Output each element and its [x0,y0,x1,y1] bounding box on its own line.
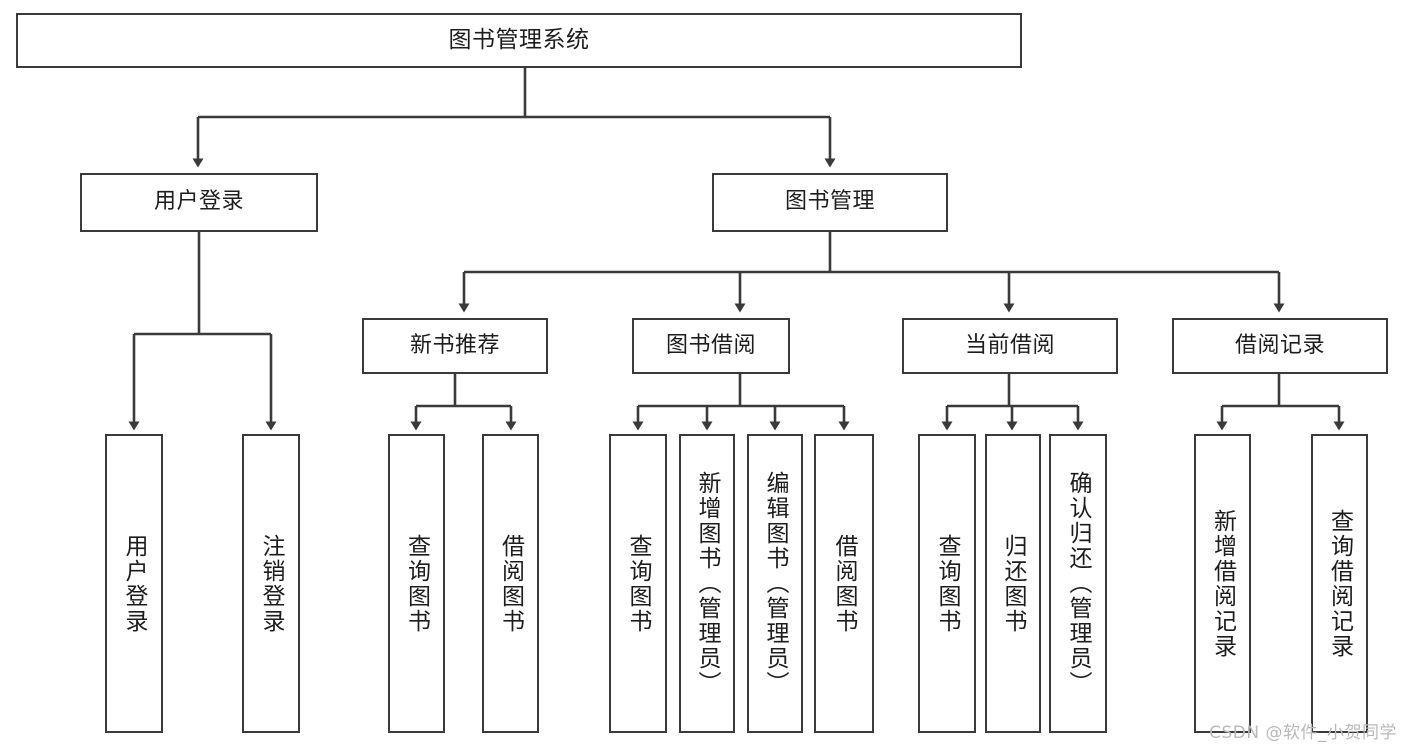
watermark-text: CSDN @软件_小贺同学 [1209,723,1397,743]
node-leaf-return-book-label: 归还图书 [1000,533,1027,634]
node-leaf-query-book-1-label: 查询图书 [403,533,430,634]
node-user-login[interactable]: 用户登录 [80,173,318,232]
node-leaf-add-record[interactable]: 新增借阅记录 [1194,434,1251,733]
node-leaf-user-login[interactable]: 用户登录 [105,434,163,733]
node-book-manage-label: 图书管理 [784,189,875,215]
node-root-label: 图书管理系统 [448,26,590,53]
node-leaf-query-record-label: 查询借阅记录 [1326,508,1353,659]
node-leaf-query-book-2[interactable]: 查询图书 [609,434,667,733]
node-book-borrow[interactable]: 图书借阅 [632,318,790,374]
node-book-manage[interactable]: 图书管理 [712,173,948,232]
node-user-login-label: 用户登录 [153,189,244,215]
node-leaf-confirm-return[interactable]: 确认归还（管理员） [1049,434,1107,733]
node-leaf-add-book-label: 新增图书（管理员） [694,471,721,696]
node-borrow-record[interactable]: 借阅记录 [1172,318,1388,374]
node-leaf-query-record[interactable]: 查询借阅记录 [1311,434,1368,733]
node-new-book-recommend-label: 新书推荐 [409,332,500,358]
node-book-borrow-label: 图书借阅 [665,332,756,358]
node-leaf-confirm-return-label: 确认归还（管理员） [1065,471,1092,696]
node-root[interactable]: 图书管理系统 [16,13,1022,68]
node-leaf-edit-book[interactable]: 编辑图书（管理员） [747,434,803,733]
node-leaf-user-login-label: 用户登录 [121,533,148,634]
node-leaf-query-book-3-label: 查询图书 [934,533,961,634]
node-leaf-query-book-2-label: 查询图书 [625,533,652,634]
node-current-borrow-label: 当前借阅 [964,332,1055,358]
node-leaf-return-book[interactable]: 归还图书 [985,434,1041,733]
node-leaf-borrow-book-2[interactable]: 借阅图书 [814,434,874,733]
node-leaf-borrow-book-1-label: 借阅图书 [497,533,524,634]
node-borrow-record-label: 借阅记录 [1234,332,1325,358]
node-new-book-recommend[interactable]: 新书推荐 [362,318,548,374]
node-leaf-borrow-book-1[interactable]: 借阅图书 [482,434,539,733]
node-leaf-query-book-3[interactable]: 查询图书 [918,434,976,733]
node-current-borrow[interactable]: 当前借阅 [902,318,1118,374]
node-leaf-logout[interactable]: 注销登录 [242,434,300,733]
node-leaf-logout-label: 注销登录 [258,533,285,634]
node-leaf-add-record-label: 新增借阅记录 [1209,508,1236,659]
node-leaf-edit-book-label: 编辑图书（管理员） [762,471,789,696]
node-leaf-add-book[interactable]: 新增图书（管理员） [679,434,735,733]
node-leaf-query-book-1[interactable]: 查询图书 [388,434,445,733]
node-leaf-borrow-book-2-label: 借阅图书 [831,533,858,634]
